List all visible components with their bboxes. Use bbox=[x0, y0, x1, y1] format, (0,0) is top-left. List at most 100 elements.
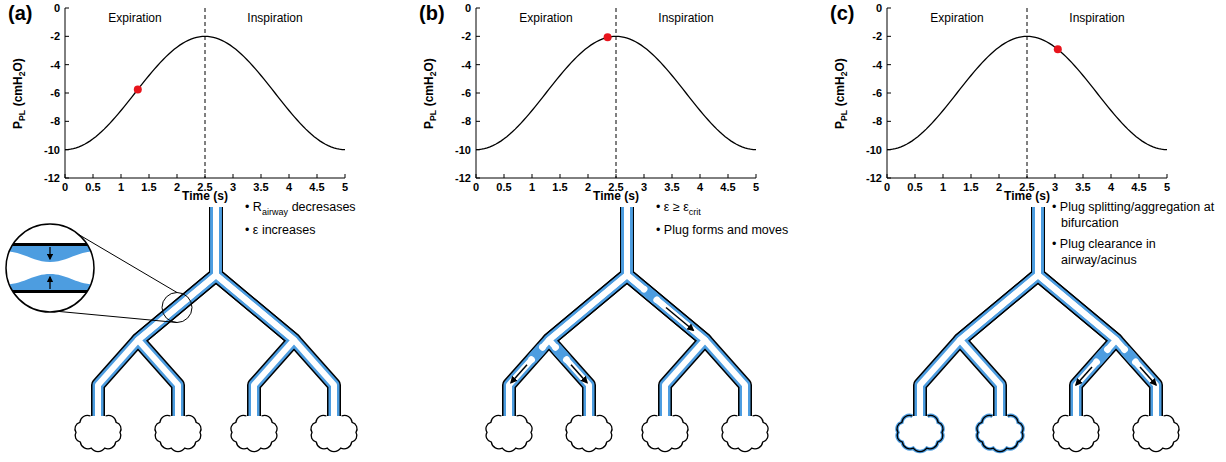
axis-title-part: P bbox=[11, 120, 25, 128]
acinus bbox=[75, 415, 121, 451]
acinus bbox=[642, 415, 688, 451]
bullet-note: • Plug forms and moves bbox=[656, 222, 1220, 238]
tick-label: -4 bbox=[50, 58, 60, 71]
acinus bbox=[155, 415, 201, 451]
acinus bbox=[1133, 415, 1179, 451]
phase-label: Expiration bbox=[108, 12, 161, 26]
phase-label: Inspiration bbox=[1069, 12, 1124, 26]
tick-label: -12 bbox=[455, 172, 471, 185]
pressure-chart bbox=[65, 8, 345, 178]
tick-label: -10 bbox=[44, 143, 60, 156]
tick-label: -2 bbox=[872, 30, 882, 43]
tick-label: -12 bbox=[44, 172, 60, 185]
flow-arrow bbox=[666, 308, 693, 331]
tick-label: 3.5 bbox=[1075, 181, 1090, 194]
tick-label: 1.5 bbox=[552, 181, 567, 194]
note-text: • Plug clearance in airway/acinus bbox=[1052, 237, 1156, 267]
liquid-plug bbox=[526, 342, 549, 366]
axis-title: Time (s) bbox=[593, 190, 639, 204]
tick-label: -8 bbox=[50, 115, 60, 128]
tick-label: -12 bbox=[866, 172, 882, 185]
tick-label: 4.5 bbox=[1131, 181, 1146, 194]
tick-label: 5 bbox=[753, 181, 759, 194]
axis-title-part: 2 bbox=[17, 71, 27, 76]
magnified-inset bbox=[0, 224, 192, 323]
acinus bbox=[897, 415, 943, 451]
acinus bbox=[722, 415, 768, 451]
tick-label: 4 bbox=[1108, 181, 1114, 194]
airway-tree bbox=[897, 207, 1179, 452]
liquid-plug bbox=[1091, 344, 1114, 368]
panel-letter: (c) bbox=[830, 2, 854, 25]
time-marker bbox=[134, 85, 142, 93]
note-list: • Plug splitting/aggregation at bifurcat… bbox=[1052, 199, 1220, 268]
tick-label: 3 bbox=[641, 181, 647, 194]
note-text: • R bbox=[245, 200, 262, 214]
pressure-chart bbox=[887, 8, 1167, 178]
tick-label: 0.5 bbox=[85, 181, 100, 194]
axis-title-part: PL bbox=[17, 109, 27, 120]
tick-label: 1 bbox=[529, 181, 535, 194]
tick-label: 1.5 bbox=[963, 181, 978, 194]
note-text: • Plug forms and moves bbox=[656, 223, 788, 237]
tick-label: -8 bbox=[872, 115, 882, 128]
tick-label: -4 bbox=[461, 58, 471, 71]
tick-label: 0 bbox=[465, 2, 471, 15]
tick-label: 2 bbox=[996, 181, 1002, 194]
tick-label: 3.5 bbox=[253, 181, 268, 194]
bullet-note: • Plug clearance in airway/acinus bbox=[1052, 236, 1220, 269]
tick-label: 0 bbox=[884, 181, 890, 194]
tick-label: 0.5 bbox=[907, 181, 922, 194]
acinus bbox=[977, 415, 1023, 451]
phase-label: Expiration bbox=[519, 12, 572, 26]
note-text: crit bbox=[689, 207, 701, 217]
axis-title-part: P bbox=[833, 120, 847, 128]
acinus bbox=[566, 415, 612, 451]
panel-letter: (a) bbox=[8, 2, 32, 25]
phase-label: Expiration bbox=[930, 12, 983, 26]
flow-arrow bbox=[571, 365, 587, 383]
acinus bbox=[311, 415, 357, 451]
tick-label: -4 bbox=[872, 58, 882, 71]
liquid-plug bbox=[1119, 344, 1142, 368]
tick-label: 0 bbox=[473, 181, 479, 194]
note-text: decresases bbox=[292, 200, 356, 214]
phase-label: Inspiration bbox=[247, 12, 302, 26]
tick-label: -10 bbox=[455, 143, 471, 156]
flow-arrow bbox=[1140, 367, 1156, 385]
axis-title: Time (s) bbox=[182, 190, 228, 204]
tick-label: 1 bbox=[118, 181, 124, 194]
tick-label: 2 bbox=[174, 181, 180, 194]
liquid-plug bbox=[550, 342, 573, 366]
tick-label: 3 bbox=[1052, 181, 1058, 194]
axis-title-part: O) bbox=[11, 58, 25, 71]
axis-title-part: (cmH bbox=[422, 76, 436, 106]
time-marker bbox=[1054, 45, 1062, 53]
tick-label: 5 bbox=[1164, 181, 1170, 194]
tick-label: 1.5 bbox=[141, 181, 156, 194]
tick-label: 4 bbox=[286, 181, 292, 194]
tick-label: -6 bbox=[461, 87, 471, 100]
tick-label: 2 bbox=[585, 181, 591, 194]
tick-label: -6 bbox=[50, 87, 60, 100]
pressure-chart bbox=[476, 8, 756, 178]
note-text: airway bbox=[262, 207, 288, 217]
flow-arrow bbox=[511, 365, 527, 383]
tick-label: 0 bbox=[62, 181, 68, 194]
tick-label: 4.5 bbox=[720, 181, 735, 194]
acinus bbox=[486, 415, 532, 451]
tick-label: -2 bbox=[461, 30, 471, 43]
axis-title: PPL(cmH2O) bbox=[12, 58, 28, 129]
airway-tree bbox=[486, 207, 768, 452]
tick-label: -2 bbox=[50, 30, 60, 43]
tick-label: 1 bbox=[940, 181, 946, 194]
time-marker bbox=[604, 33, 612, 41]
note-text: • ε increases bbox=[245, 223, 315, 237]
axis-title-part: P bbox=[422, 120, 436, 128]
tick-label: 3 bbox=[230, 181, 236, 194]
axis-title-part: O) bbox=[422, 58, 436, 71]
tick-label: 3.5 bbox=[664, 181, 679, 194]
axis-title-part: 2 bbox=[428, 71, 438, 76]
tick-label: -6 bbox=[872, 87, 882, 100]
